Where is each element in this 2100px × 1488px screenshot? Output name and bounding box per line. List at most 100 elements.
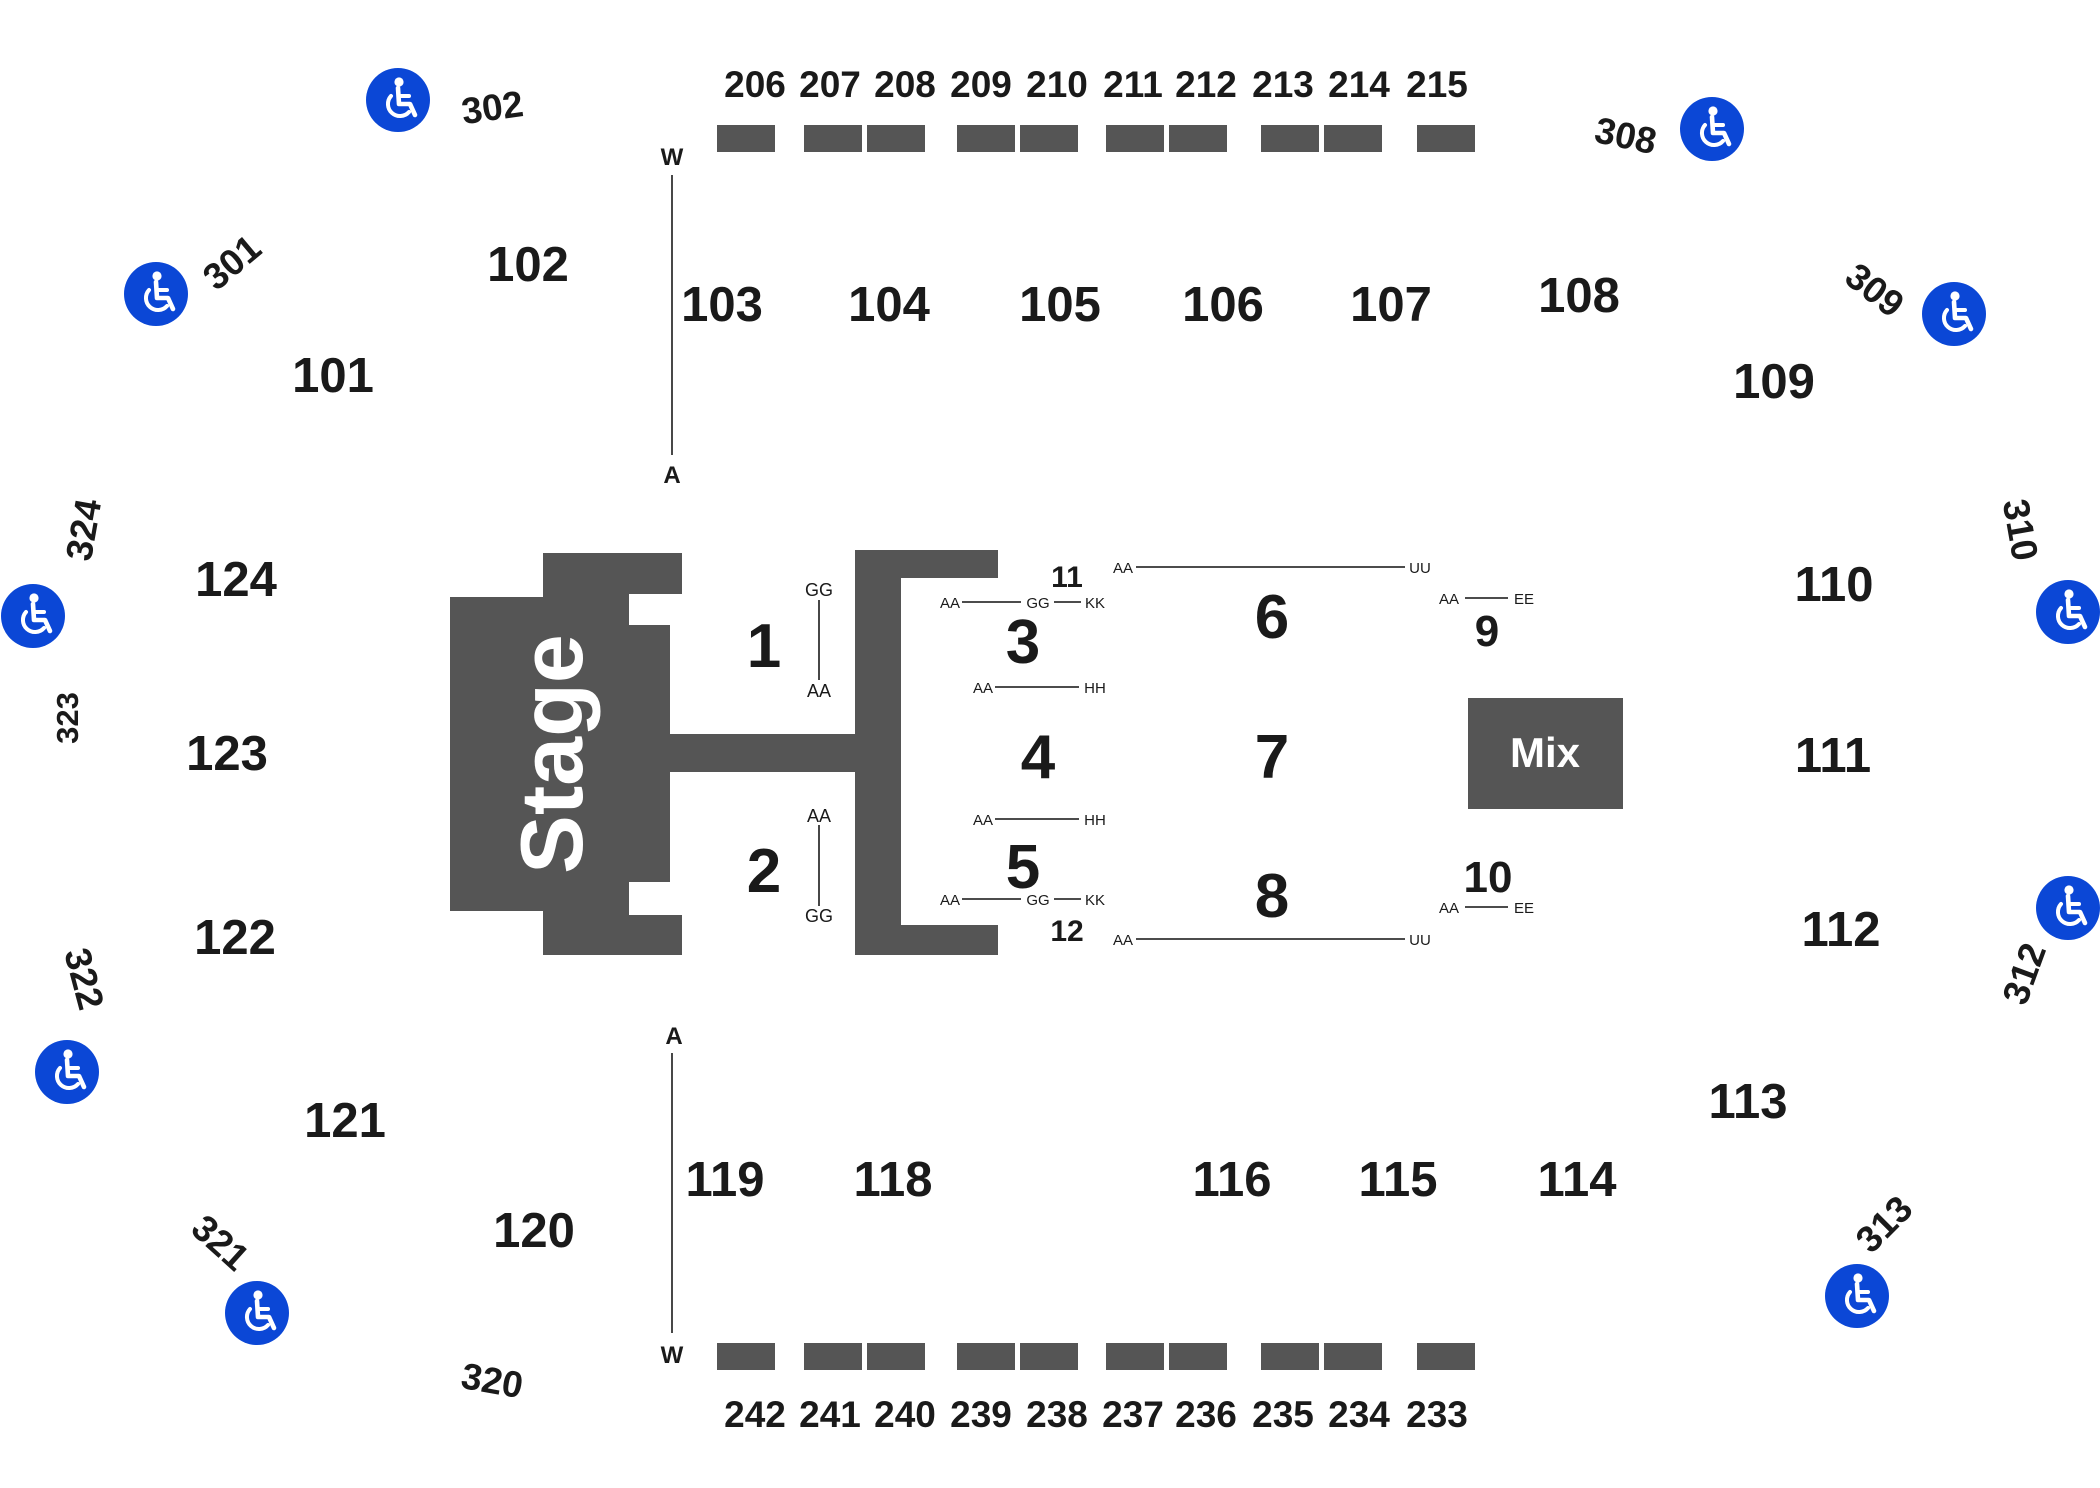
- floor-section-10-label[interactable]: 10: [1464, 853, 1513, 902]
- section-103-label[interactable]: 103: [681, 278, 763, 332]
- section-238-block[interactable]: [1020, 1343, 1078, 1370]
- section-324-label[interactable]: 324: [58, 495, 109, 563]
- stage[interactable]: Stage: [450, 553, 855, 955]
- section-237-label[interactable]: 237: [1102, 1394, 1164, 1435]
- section-308-label[interactable]: 308: [1591, 109, 1660, 162]
- section-213-label[interactable]: 213: [1252, 64, 1314, 105]
- section-323-label[interactable]: 323: [50, 692, 85, 744]
- floor-section-3-label[interactable]: 3: [1006, 608, 1040, 677]
- section-241-block[interactable]: [804, 1343, 862, 1370]
- section-116-label[interactable]: 116: [1192, 1153, 1271, 1207]
- floor-section-9-label[interactable]: 9: [1475, 607, 1499, 656]
- section-237-block[interactable]: [1106, 1343, 1164, 1370]
- floor-section-8-label[interactable]: 8: [1255, 862, 1289, 931]
- section-124-label[interactable]: 124: [195, 553, 277, 607]
- floor-section-1-label[interactable]: 1: [747, 612, 781, 681]
- section-242-block[interactable]: [717, 1343, 775, 1370]
- floor-section-6-label[interactable]: 6: [1255, 583, 1289, 652]
- floor-section-12-label[interactable]: 12: [1050, 915, 1083, 948]
- section-320-label[interactable]: 320: [458, 1355, 526, 1406]
- section-118-label[interactable]: 118: [853, 1153, 932, 1207]
- section-120-label[interactable]: 120: [493, 1204, 575, 1258]
- section-209-block[interactable]: [957, 125, 1015, 152]
- section-211-block[interactable]: [1106, 125, 1164, 152]
- section-211-label[interactable]: 211: [1103, 64, 1163, 105]
- section-209-label[interactable]: 209: [950, 64, 1012, 105]
- section-207-label[interactable]: 207: [799, 64, 861, 105]
- wheelchair-accessible-icon[interactable]: [225, 1281, 289, 1345]
- section-301-label[interactable]: 301: [195, 227, 269, 298]
- section-310-label[interactable]: 310: [1995, 496, 2046, 564]
- wheelchair-accessible-icon[interactable]: [35, 1040, 99, 1104]
- section-233-label[interactable]: 233: [1406, 1394, 1468, 1435]
- section-114-label[interactable]: 114: [1537, 1153, 1616, 1207]
- section-215-block[interactable]: [1417, 125, 1475, 152]
- section-309-label[interactable]: 309: [1838, 255, 1912, 325]
- section-212-label[interactable]: 212: [1175, 64, 1237, 105]
- section-312-label[interactable]: 312: [1994, 938, 2054, 1010]
- floor-section-4-label[interactable]: 4: [1021, 723, 1056, 792]
- section-212-block[interactable]: [1169, 125, 1227, 152]
- section-107-label[interactable]: 107: [1350, 278, 1432, 332]
- section-210-label[interactable]: 210: [1026, 64, 1088, 105]
- wheelchair-accessible-icon[interactable]: [124, 262, 188, 326]
- section-313-label[interactable]: 313: [1848, 1188, 1921, 1261]
- section-241-label[interactable]: 241: [799, 1394, 861, 1435]
- section-302-label[interactable]: 302: [459, 83, 526, 132]
- section-207-block[interactable]: [804, 125, 862, 152]
- section-208-label[interactable]: 208: [874, 64, 936, 105]
- section-101-label[interactable]: 101: [292, 349, 374, 403]
- section-119-label[interactable]: 119: [685, 1153, 764, 1207]
- section-210-block[interactable]: [1020, 125, 1078, 152]
- section-111-label[interactable]: 111: [1795, 729, 1871, 783]
- section-123-label[interactable]: 123: [186, 727, 268, 781]
- section-115-label[interactable]: 115: [1358, 1153, 1437, 1207]
- section-102-label[interactable]: 102: [487, 238, 569, 292]
- section-234-block[interactable]: [1324, 1343, 1382, 1370]
- section-106-label[interactable]: 106: [1182, 278, 1264, 332]
- section-215-label[interactable]: 215: [1406, 64, 1468, 105]
- section-238-label[interactable]: 238: [1026, 1394, 1088, 1435]
- section-240-block[interactable]: [867, 1343, 925, 1370]
- section-112-label[interactable]: 112: [1801, 903, 1880, 957]
- floor-section-7-label[interactable]: 7: [1255, 723, 1289, 792]
- section-110-label[interactable]: 110: [1794, 558, 1873, 612]
- section-105-label[interactable]: 105: [1019, 278, 1101, 332]
- wheelchair-accessible-icon[interactable]: [366, 68, 430, 132]
- section-240-label[interactable]: 240: [874, 1394, 936, 1435]
- section-239-label[interactable]: 239: [950, 1394, 1012, 1435]
- section-322-label[interactable]: 322: [56, 944, 112, 1014]
- row-s4-top-end: HH: [1084, 680, 1106, 697]
- floor-section-11-label[interactable]: 11: [1051, 561, 1083, 594]
- section-122-label[interactable]: 122: [194, 911, 276, 965]
- wheelchair-accessible-icon[interactable]: [1922, 282, 1986, 346]
- section-108-label[interactable]: 108: [1538, 269, 1620, 323]
- section-242-label[interactable]: 242: [724, 1394, 786, 1435]
- section-214-block[interactable]: [1324, 125, 1382, 152]
- wheelchair-accessible-icon[interactable]: [1825, 1264, 1889, 1328]
- section-208-block[interactable]: [867, 125, 925, 152]
- section-113-label[interactable]: 113: [1708, 1075, 1787, 1129]
- section-206-label[interactable]: 206: [724, 64, 786, 105]
- section-236-label[interactable]: 236: [1175, 1394, 1237, 1435]
- section-236-block[interactable]: [1169, 1343, 1227, 1370]
- section-233-block[interactable]: [1417, 1343, 1475, 1370]
- section-235-label[interactable]: 235: [1252, 1394, 1314, 1435]
- section-104-label[interactable]: 104: [848, 278, 930, 332]
- section-213-block[interactable]: [1261, 125, 1319, 152]
- section-214-label[interactable]: 214: [1328, 64, 1390, 105]
- floor-section-2-label[interactable]: 2: [747, 837, 781, 906]
- wheelchair-accessible-icon[interactable]: [2036, 580, 2100, 644]
- wheelchair-accessible-icon[interactable]: [1, 584, 65, 648]
- floor-section-5-label[interactable]: 5: [1006, 833, 1040, 902]
- section-109-label[interactable]: 109: [1733, 355, 1815, 409]
- section-206-block[interactable]: [717, 125, 775, 152]
- section-121-label[interactable]: 121: [304, 1094, 386, 1148]
- section-321-label[interactable]: 321: [184, 1207, 257, 1279]
- section-235-block[interactable]: [1261, 1343, 1319, 1370]
- wheelchair-accessible-icon[interactable]: [2036, 876, 2100, 940]
- wheelchair-accessible-icon[interactable]: [1680, 97, 1744, 161]
- mix-booth[interactable]: Mix: [1468, 698, 1623, 809]
- section-234-label[interactable]: 234: [1328, 1394, 1390, 1435]
- section-239-block[interactable]: [957, 1343, 1015, 1370]
